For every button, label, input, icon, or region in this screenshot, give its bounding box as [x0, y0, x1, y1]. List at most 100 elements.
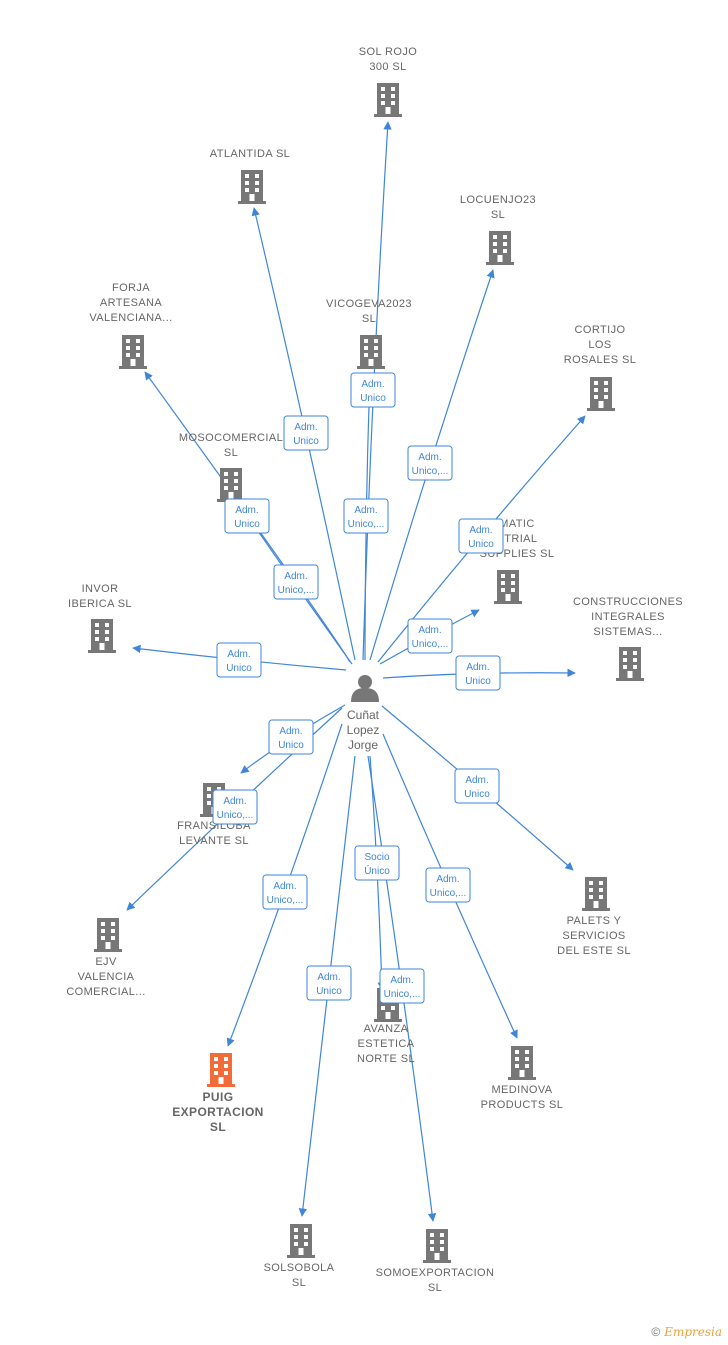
relation-badge-locuenjo[interactable]: Adm. Unico,...: [407, 445, 453, 481]
badge-text: Unico,...: [384, 989, 421, 1000]
building-icon: [217, 468, 245, 502]
badge-text: Adm.: [465, 775, 488, 786]
company-label-line: SOLSOBOLA: [264, 1262, 335, 1274]
badge-text: Adm.: [418, 452, 441, 463]
badge-text: Adm.: [418, 625, 441, 636]
company-label-line: INTEGRALES: [591, 611, 665, 623]
badge-box: [354, 845, 400, 881]
company-node-construcciones[interactable]: CONSTRUCCIONESINTEGRALESSISTEMAS...: [573, 596, 683, 681]
center-person-node[interactable]: Cuñat Lopez Jorge: [347, 675, 380, 752]
badge-box: [224, 498, 270, 534]
relation-badge-matic[interactable]: Adm. Unico,...: [407, 618, 453, 654]
footer-brand: © Empresia: [651, 1325, 722, 1339]
relation-badge-cortijo[interactable]: Adm.Unico: [458, 518, 504, 554]
company-node-forja[interactable]: FORJAARTESANAVALENCIANA...: [89, 282, 172, 369]
badge-text: Socio: [364, 852, 389, 863]
badge-text: Adm.: [235, 505, 258, 516]
badge-text: Unico: [293, 436, 319, 447]
badge-box: [454, 768, 500, 804]
badge-text: Adm.: [279, 726, 302, 737]
person-label-line-3: Jorge: [348, 738, 378, 752]
building-icon: [357, 335, 385, 369]
company-label-line: DEL ESTE SL: [557, 945, 631, 957]
brand-name[interactable]: Empresia: [664, 1325, 722, 1339]
company-node-ejv[interactable]: EJV VALENCIA COMERCIAL...: [66, 918, 145, 998]
relation-badge-atlantida[interactable]: Adm. Unico: [283, 415, 329, 451]
company-label-line: SL: [491, 209, 505, 221]
badge-text: Adm.: [390, 975, 413, 986]
company-label-line: STRIAL: [497, 533, 538, 545]
badge-box: [283, 415, 329, 451]
badge-text: Unico,...: [267, 895, 304, 906]
badge-text: Unico,...: [412, 466, 449, 477]
badge-text: Unico: [316, 986, 342, 997]
company-label-line: ATLANTIDA SL: [210, 148, 290, 160]
badge-text: Adm.: [436, 874, 459, 885]
company-label-line: SL: [210, 1120, 226, 1134]
badge-text: Adm.: [466, 662, 489, 673]
badge-text: Unico,...: [430, 888, 467, 899]
building-icon: [423, 1229, 451, 1263]
relation-badge-solrojo[interactable]: Adm. Unico: [350, 372, 396, 408]
company-node-somoexportacion[interactable]: SOMOEXPORTACION SL: [376, 1229, 495, 1294]
badge-text: Unico: [278, 740, 304, 751]
relation-badge-medinova[interactable]: Adm. Unico,...: [425, 867, 471, 903]
badge-text: Unico,...: [412, 639, 449, 650]
company-label-line: EXPORTACION: [172, 1105, 264, 1119]
relation-badge-somoexportacion[interactable]: Adm. Unico,...: [379, 968, 425, 1004]
building-icon: [88, 619, 116, 653]
badge-box: [216, 642, 262, 678]
badge-text: Unico: [360, 393, 386, 404]
company-label-line: PRODUCTS SL: [481, 1099, 564, 1111]
badge-text: Unico,...: [278, 585, 315, 596]
company-node-atlantida[interactable]: ATLANTIDA SL: [210, 148, 290, 204]
relation-badge-vicogeva[interactable]: Adm.Unico,...: [343, 498, 389, 534]
relation-badge-solsobola[interactable]: Adm.Unico: [306, 965, 352, 1001]
building-icon: [486, 231, 514, 265]
relation-badge-palets[interactable]: Adm.Unico: [454, 768, 500, 804]
building-icon: [374, 83, 402, 117]
company-label-line: VALENCIA: [78, 971, 135, 983]
badge-box: [407, 618, 453, 654]
badge-text: Unico: [468, 539, 494, 550]
badge-box: [306, 965, 352, 1001]
relation-badge-puig[interactable]: Adm.Unico,...: [262, 874, 308, 910]
badge-text: Adm.: [361, 379, 384, 390]
badge-box: [262, 874, 308, 910]
company-node-solsobola[interactable]: SOLSOBOLA SL: [264, 1224, 335, 1289]
company-label-line: SL: [428, 1282, 442, 1294]
building-icon: [616, 647, 644, 681]
company-label-line: LEVANTE SL: [179, 835, 249, 847]
relation-badge-construcciones[interactable]: Adm.Unico: [455, 655, 501, 691]
badge-box: [425, 867, 471, 903]
relation-badge-invor[interactable]: Adm.Unico: [216, 642, 262, 678]
company-label-line: SL: [292, 1277, 306, 1289]
relation-badge-forja[interactable]: Adm.Unico,...: [273, 564, 319, 600]
company-label-line: EJV: [95, 956, 117, 968]
relation-badge-mosocomercial[interactable]: Adm. Unico: [224, 498, 270, 534]
badge-box: [379, 968, 425, 1004]
company-label-line: FORJA: [112, 282, 150, 294]
company-label-line: COMERCIAL...: [66, 986, 145, 998]
company-label-line: INVOR: [82, 583, 119, 595]
badge-text: Adm.: [294, 422, 317, 433]
badge-text: Unico: [234, 519, 260, 530]
company-label-line: SOMOEXPORTACION: [376, 1267, 495, 1279]
relation-badge-fransiloba[interactable]: Adm. Unico: [268, 719, 314, 755]
company-label-line: ARTESANA: [100, 297, 163, 309]
company-label-line: SISTEMAS...: [593, 626, 662, 638]
relation-badge-ejv[interactable]: Adm.Unico,...: [212, 789, 258, 825]
